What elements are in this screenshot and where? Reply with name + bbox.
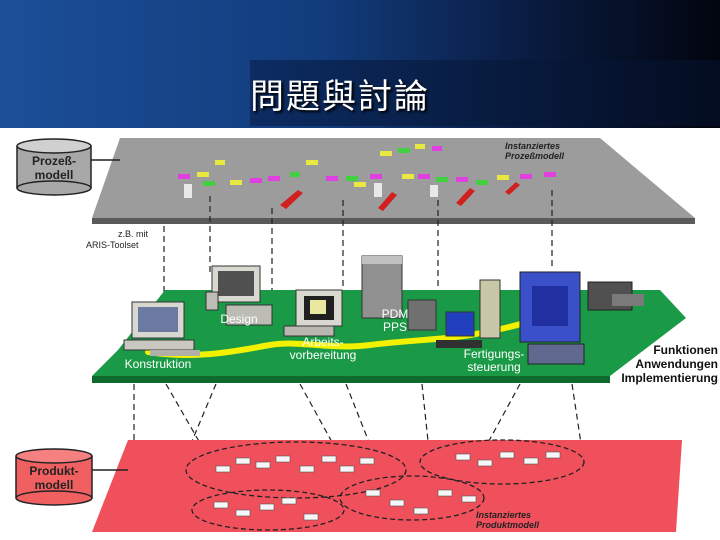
product-instance-line1: Instanziertes [476, 510, 572, 520]
layer-implementierung: Implementierung [602, 371, 718, 385]
function-plane-edge [92, 376, 610, 383]
station-design-label: Design [214, 313, 264, 326]
process-model-label-line2: modell [17, 168, 91, 182]
station-arbeitsvorbereitung-label: Arbeits- vorbereitung [280, 336, 366, 362]
process-instance-label: Instanziertes Prozeßmodell [505, 141, 595, 161]
product-instance-line2: Produktmodell [476, 520, 572, 530]
aris-note: z.B. mit ARIS-Toolset [86, 229, 156, 251]
station-pdm-label: PDM PPS [378, 308, 412, 334]
product-model-label: Produkt- modell [16, 464, 92, 492]
station-konstruktion-label: Konstruktion [112, 358, 204, 371]
aris-note-line2: ARIS-Toolset [86, 240, 156, 251]
layer-funktionen: Funktionen [602, 343, 718, 357]
station-fertigungssteuerung-label: Fertigungs- steuerung [446, 348, 542, 374]
layer-anwendungen: Anwendungen [602, 357, 718, 371]
product-instance-label: Instanziertes Produktmodell [476, 510, 572, 530]
process-model-label-line1: Prozeß- [17, 154, 91, 168]
product-model-label-line2: modell [16, 478, 92, 492]
process-model-label: Prozeß- modell [17, 154, 91, 182]
process-instance-line2: Prozeßmodell [505, 151, 595, 161]
layer-labels: Funktionen Anwendungen Implementierung [602, 343, 718, 385]
aris-note-line1: z.B. mit [86, 229, 156, 240]
arbeitsvorbereitung-line2: vorbereitung [280, 349, 366, 362]
process-plane-edge [92, 218, 695, 224]
fertigung-line2: steuerung [446, 361, 542, 374]
process-instance-line1: Instanziertes [505, 141, 595, 151]
product-model-label-line1: Produkt- [16, 464, 92, 478]
pps-line: PPS [378, 321, 412, 334]
